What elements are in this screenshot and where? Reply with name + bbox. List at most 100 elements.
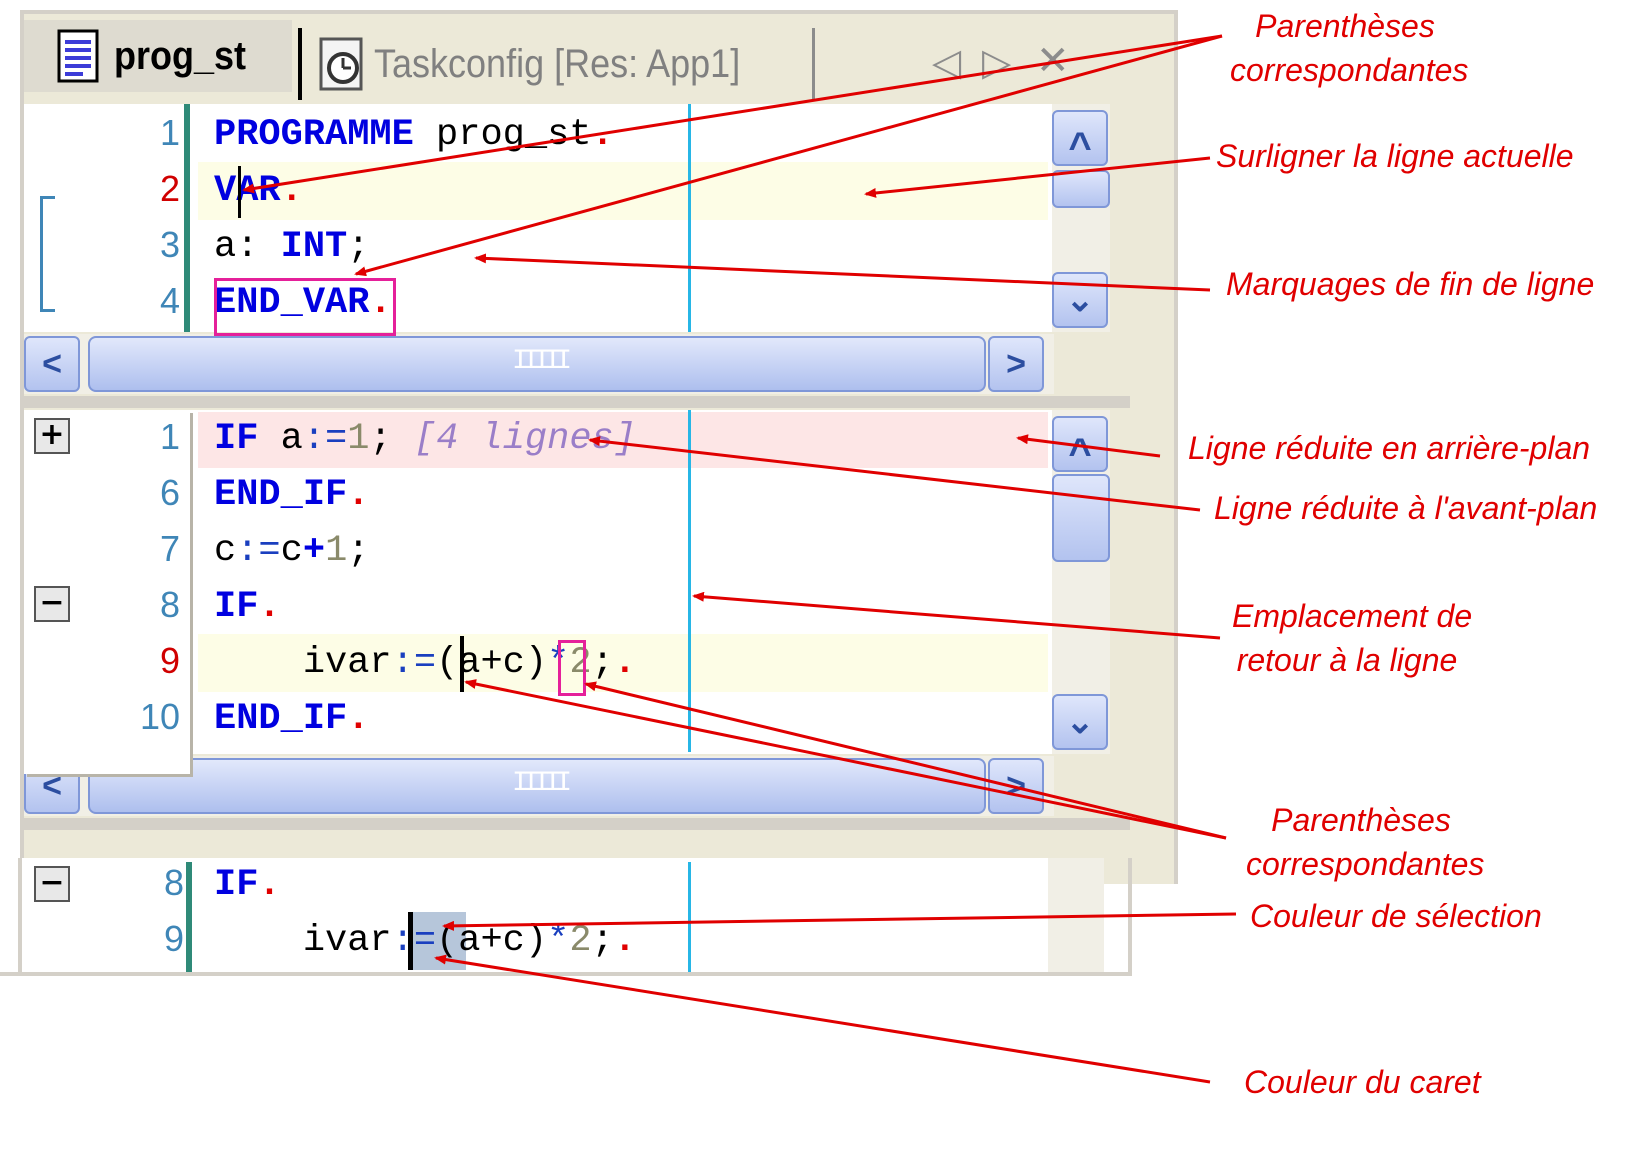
collapse-icon[interactable]: − (34, 586, 70, 622)
code-token: END_VAR (214, 282, 370, 324)
code-token: c (280, 530, 303, 572)
annotation-matching-parens-top: Parenthèses correspondantes (1230, 8, 1469, 88)
code-line[interactable]: IF. (214, 586, 281, 628)
gutter-separator (186, 862, 192, 974)
scroll-right-button[interactable]: > (988, 336, 1044, 392)
code-token: . (613, 920, 636, 962)
code-token: * (547, 920, 570, 962)
code-token: END_IF (214, 698, 348, 740)
wrap-guide-line (688, 104, 691, 332)
code-token: END_IF (214, 474, 348, 516)
code-token: ivar (214, 642, 392, 684)
pane-splitter[interactable] (24, 396, 1130, 408)
code-token: . (613, 642, 636, 684)
code-token: IF (214, 864, 259, 906)
code-token: ivar (214, 920, 392, 962)
line-number: 3 (159, 224, 180, 265)
fold-bracket (40, 196, 55, 312)
tab-separator (298, 28, 302, 100)
annotation-wrap-location: Emplacement de retour à la ligne (1232, 598, 1473, 678)
code-token: ; (591, 642, 614, 684)
editor-pane-detail[interactable] (22, 858, 1048, 974)
current-line-highlight (198, 634, 1048, 692)
code-token: . (258, 586, 281, 628)
chevron-right-icon: > (1006, 344, 1026, 383)
document-icon (56, 28, 100, 84)
code-line[interactable]: END_IF. (214, 698, 369, 740)
line-number: 7 (159, 528, 180, 569)
annotation-selection-color: Couleur de sélection (1250, 898, 1542, 934)
code-token: := (391, 920, 437, 962)
code-line[interactable]: IF. (214, 864, 281, 906)
line-number: 8 (159, 584, 180, 625)
code-token: (a+c) (436, 642, 548, 684)
code-token: := (302, 418, 348, 460)
scroll-left-button[interactable]: < (24, 336, 80, 392)
clock-icon (318, 36, 368, 92)
scroll-thumb[interactable] (88, 336, 986, 392)
code-token: 1 (325, 530, 348, 572)
chevron-down-icon: ⌄ (1065, 281, 1095, 319)
tab-prog-st[interactable]: prog_st (24, 20, 292, 92)
line-number: 9 (163, 918, 184, 959)
chevron-down-icon: ⌄ (1065, 703, 1095, 741)
line-number: 9 (159, 640, 180, 681)
line-number: 1 (159, 112, 180, 153)
code-token: . (258, 864, 281, 906)
code-line[interactable]: ivar:=(a+c)*2;. (214, 920, 636, 962)
code-token: := (236, 530, 281, 572)
line-number: 2 (159, 168, 180, 209)
code-token: + (302, 530, 326, 572)
code-token: 2 (569, 920, 592, 962)
annotation-collapsed-background: Ligne réduite en arrière-plan (1188, 430, 1591, 466)
text-caret (460, 636, 464, 692)
code-token: ; (347, 226, 370, 268)
tab-label: prog_st (114, 33, 247, 78)
code-token: a (258, 418, 303, 460)
tab-next-icon[interactable]: ▷ (982, 42, 1012, 84)
code-token: . (369, 282, 392, 324)
frame-bottom-border (24, 818, 1130, 830)
annotation-highlight-current-line: Surligner la ligne actuelle (1216, 138, 1574, 174)
scroll-thumb[interactable] (1052, 474, 1110, 562)
collapsed-line-background (198, 412, 1048, 468)
line-number: 10 (139, 696, 180, 737)
scroll-down-button[interactable]: ⌄ (1052, 272, 1108, 328)
code-token: . (347, 698, 370, 740)
code-line[interactable]: c:=c+1; (214, 530, 370, 572)
annotation-matching-parens-bottom: Parenthèses correspondantes (1246, 802, 1485, 882)
scroll-thumb[interactable] (88, 758, 986, 814)
code-token: a: (214, 226, 281, 268)
line-number: 4 (159, 280, 180, 321)
expand-icon[interactable]: + (34, 418, 70, 454)
tab-label: Taskconfig [Res: App1] (374, 41, 741, 86)
line-number: 6 (159, 472, 180, 513)
chevron-left-icon: < (42, 344, 62, 383)
code-token: . (347, 474, 370, 516)
code-token: 1 (347, 418, 370, 460)
code-line[interactable]: IF a:=1; [4 lignes] (214, 418, 636, 460)
code-token: [4 lignes] (391, 418, 636, 460)
code-line[interactable]: a: INT; (214, 226, 369, 268)
matching-bracket-highlight (214, 278, 396, 336)
scroll-down-button[interactable]: ⌄ (1052, 694, 1108, 750)
code-line[interactable]: END_IF. (214, 474, 369, 516)
code-token: INT (280, 226, 348, 268)
text-caret (238, 166, 241, 218)
code-token: IF (214, 418, 259, 460)
tab-separator (812, 28, 815, 100)
chevron-left-icon: < (42, 766, 62, 805)
line-number: 8 (163, 862, 184, 903)
tab-taskconfig[interactable]: Taskconfig [Res: App1] (318, 28, 778, 100)
wrap-guide-line (688, 410, 691, 752)
collapse-icon[interactable]: − (34, 866, 70, 902)
text-caret (408, 912, 413, 970)
code-line[interactable]: END_VAR. (214, 282, 392, 324)
scroll-up-button[interactable]: ^ (1052, 110, 1108, 167)
annotation-caret-color: Couleur du caret (1244, 1064, 1481, 1100)
code-token: ; (347, 530, 370, 572)
code-token: := (391, 642, 437, 684)
annotation-collapsed-foreground: Ligne réduite à l'avant-plan (1214, 490, 1598, 526)
code-token: PROGRAMME (214, 114, 414, 156)
